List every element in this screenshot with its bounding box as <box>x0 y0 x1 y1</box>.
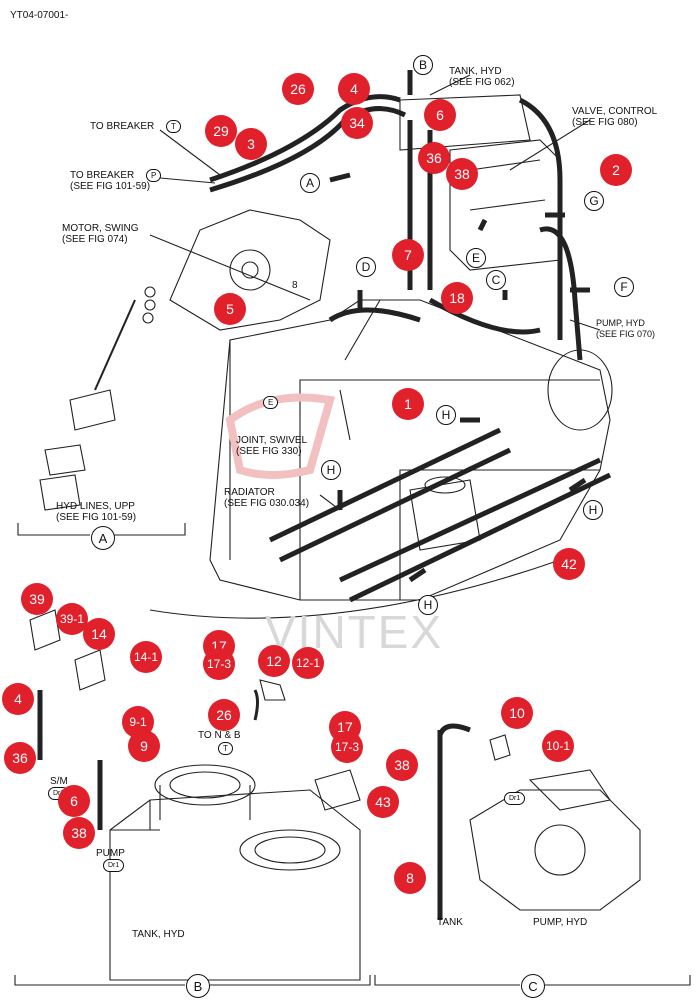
callout-39: 39 <box>21 583 53 615</box>
document-code: YT04-07001- <box>10 10 69 21</box>
section-b: B <box>186 974 210 998</box>
callout-38-c: 38 <box>386 749 418 781</box>
callout-39-1: 39-1 <box>56 603 88 635</box>
label-to-breaker-t: TO BREAKER <box>90 121 155 132</box>
label-tank-hyd-b: TANK, HYD <box>132 929 185 940</box>
callout-14: 14 <box>83 618 115 650</box>
section-a: A <box>91 526 115 550</box>
label-tank-hyd: TANK, HYD(SEE FIG 062) <box>449 66 515 88</box>
callout-9: 9 <box>128 730 160 762</box>
label-pump-hyd: PUMP, HYD(SEE FIG 070) <box>596 318 656 339</box>
callout-6-b: 6 <box>58 785 90 817</box>
port-oval-dr1-c: Dr1 <box>504 792 526 805</box>
port-oval-t: T <box>166 120 181 133</box>
marker-d: D <box>356 257 376 277</box>
marker-g: G <box>584 191 604 211</box>
marker-h3: H <box>583 500 603 520</box>
callout-38-b: 38 <box>63 817 95 849</box>
marker-a: A <box>300 173 320 193</box>
callout-14-1: 14-1 <box>130 641 162 673</box>
callout-42: 42 <box>553 548 585 580</box>
marker-h2: H <box>321 460 341 480</box>
watermark: VINTEX <box>265 606 444 658</box>
marker-h1: H <box>436 405 456 425</box>
marker-c: C <box>486 270 506 290</box>
callout-36: 36 <box>418 142 450 174</box>
label-item-8: 8 <box>292 280 298 291</box>
callout-8: 8 <box>394 862 426 894</box>
label-motor-swing: MOTOR, SWING(SEE FIG 074) <box>62 223 139 245</box>
label-hyd-lines: HYD LINES, UPP(SEE FIG 101-59) <box>56 501 137 523</box>
callout-5: 5 <box>214 293 246 325</box>
port-oval-e: E <box>263 396 279 409</box>
callout-3: 3 <box>235 128 267 160</box>
label-pump-b: PUMP <box>96 848 125 859</box>
label-pump-hyd-c: PUMP, HYD <box>533 917 588 928</box>
port-oval-p: P <box>146 169 162 182</box>
label-sm: S/M <box>50 776 68 787</box>
marker-h4: H <box>418 595 438 615</box>
callout-10: 10 <box>501 697 533 729</box>
callout-4-b: 4 <box>2 683 34 715</box>
port-oval-dr1-b: Dr1 <box>103 859 125 872</box>
label-valve-control: VALVE, CONTROL(SEE FIG 080) <box>572 106 658 128</box>
callout-26: 26 <box>282 73 314 105</box>
label-joint-swivel: JOINT, SWIVEL(SEE FIG 330) <box>236 435 308 457</box>
callout-18: 18 <box>441 282 473 314</box>
label-to-breaker-p: TO BREAKER(SEE FIG 101-59) <box>70 170 151 192</box>
label-to-n-b: TO N & B <box>198 730 241 741</box>
label-tank-c: TANK <box>437 917 463 928</box>
callout-12-1: 12-1 <box>292 647 324 679</box>
callout-7: 7 <box>392 239 424 271</box>
callout-12: 12 <box>258 645 290 677</box>
marker-f: F <box>614 277 634 297</box>
callout-26-b: 26 <box>208 699 240 731</box>
marker-e: E <box>466 248 486 268</box>
marker-b: B <box>413 55 433 75</box>
callout-43: 43 <box>367 786 399 818</box>
callout-17-3: 17-3 <box>203 648 235 680</box>
callout-6: 6 <box>424 99 456 131</box>
callout-1: 1 <box>392 388 424 420</box>
callout-29: 29 <box>205 115 237 147</box>
port-oval-t2: T <box>218 742 233 755</box>
label-radiator: RADIATOR(SEE FIG 030.034) <box>224 487 310 509</box>
callout-10-1: 10-1 <box>542 730 574 762</box>
callout-38: 38 <box>446 158 478 190</box>
callout-2: 2 <box>600 154 632 186</box>
callout-4: 4 <box>338 73 370 105</box>
section-c: C <box>521 974 545 998</box>
callout-36-b: 36 <box>4 742 36 774</box>
callout-34: 34 <box>341 107 373 139</box>
callout-17-3-b: 17-3 <box>331 731 363 763</box>
